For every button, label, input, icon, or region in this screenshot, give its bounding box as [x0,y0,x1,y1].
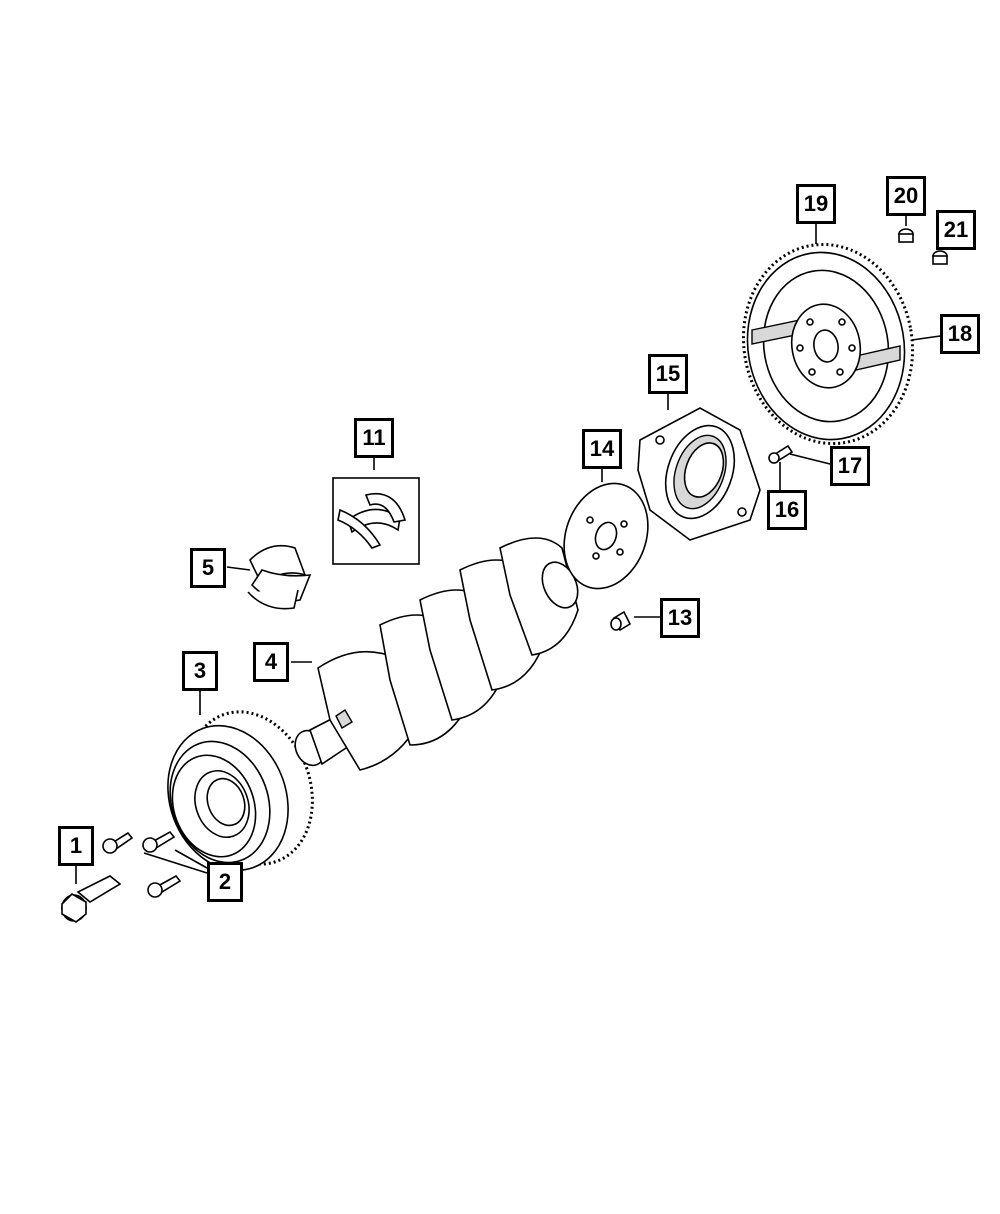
leader-lines [75,214,941,884]
callout-1[interactable]: 1 [58,826,94,866]
rear-seal-housing[interactable] [637,407,761,541]
callout-19[interactable]: 19 [796,184,836,224]
vibration-damper[interactable] [148,694,333,887]
dowel-pin[interactable] [610,610,632,632]
callout-5[interactable]: 5 [190,548,226,588]
callout-20[interactable]: 20 [886,176,926,216]
callout-13[interactable]: 13 [660,598,700,638]
damper-bolt-3[interactable] [147,874,182,898]
flywheel-bolt-20[interactable] [898,228,914,243]
crankshaft[interactable] [290,537,585,771]
callout-17[interactable]: 17 [830,446,870,486]
callout-2[interactable]: 2 [207,862,243,902]
callout-18[interactable]: 18 [940,314,980,354]
damper-bolt-2[interactable] [142,830,176,853]
crank-bolt[interactable] [61,875,122,923]
callout-14[interactable]: 14 [582,429,622,469]
seal-housing-bolt[interactable] [768,444,794,464]
callout-4[interactable]: 4 [253,642,289,682]
tone-wheel[interactable] [550,472,662,601]
thrust-washer-frame [332,477,420,565]
callout-16[interactable]: 16 [767,490,807,530]
main-bearing[interactable] [247,544,312,610]
flywheel[interactable] [728,231,928,457]
callout-11[interactable]: 11 [354,418,394,458]
flywheel-bolt-21[interactable] [932,250,948,265]
thrust-washers[interactable] [337,493,407,549]
damper-bolt-1[interactable] [102,831,134,854]
callout-3[interactable]: 3 [182,651,218,691]
callout-15[interactable]: 15 [648,354,688,394]
callout-21[interactable]: 21 [936,210,976,250]
